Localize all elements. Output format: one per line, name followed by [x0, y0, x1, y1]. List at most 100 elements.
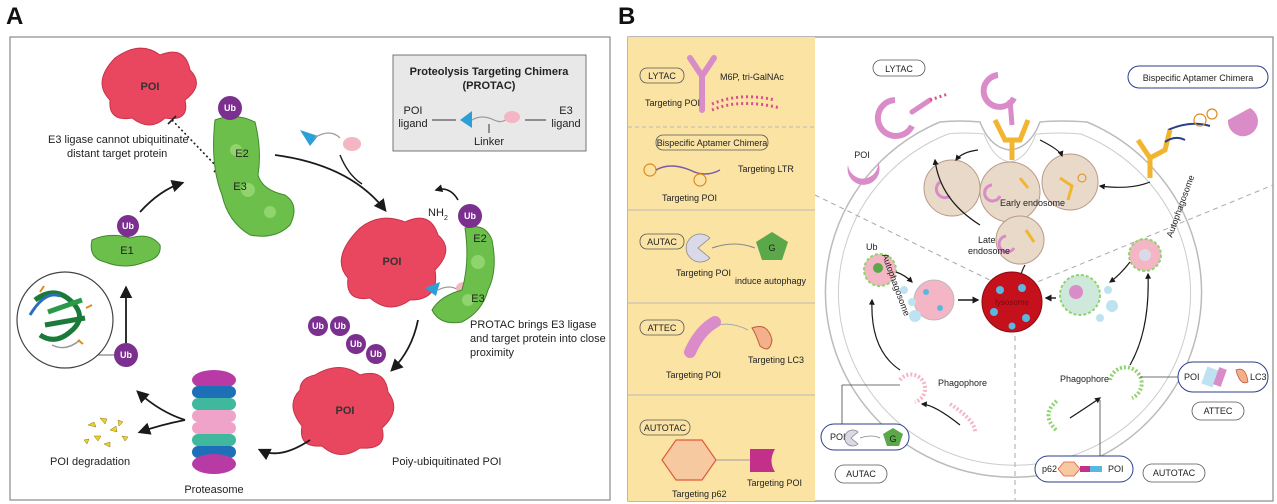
- sidebar-autac-target: Targeting POI: [676, 268, 731, 278]
- cell-autotac-box: p62 POI: [1034, 455, 1134, 483]
- late-endosome-line2: endosome: [968, 246, 1010, 256]
- sidebar-bac: Bispecific Aptamer Chimera Targeting LTR…: [643, 134, 794, 203]
- legend-title-line1: Proteolysis Targeting Chimera: [410, 66, 570, 78]
- brings-line2: and target protein into close: [470, 333, 606, 345]
- lysosome-label: lysosome: [995, 298, 1029, 307]
- ub-label-cell: Ub: [866, 242, 878, 252]
- svg-text:Ub: Ub: [312, 321, 324, 331]
- e2-label-top: E2: [235, 148, 248, 160]
- brings-line3: proximity: [470, 347, 515, 359]
- proteasome-label: Proteasome: [184, 484, 243, 496]
- ternary-complex: POI E2 E3 Ub NH 2: [340, 184, 495, 324]
- cannot-ubiquitinate-line1: E3 ligase cannot ubiquitinate: [48, 134, 189, 146]
- legend-e3-ligand-line1: E3: [559, 105, 572, 117]
- arrow-e1-to-e2: [139, 180, 185, 213]
- e2-label-complex: E2: [473, 233, 486, 245]
- sidebar-lytac-target: Targeting POI: [645, 98, 700, 108]
- sidebar-attec-tag: ATTEC: [648, 323, 677, 333]
- cell-attec-box-poi: POI: [1184, 372, 1200, 382]
- phagophore-right-label: Phagophore: [1060, 374, 1109, 384]
- cell-autac-box-g: G: [889, 434, 896, 444]
- protac-legend: Proteolysis Targeting Chimera (PROTAC) P…: [392, 54, 587, 152]
- sidebar-attec-lc3: Targeting LC3: [748, 355, 804, 365]
- legend-e3-ligand-line2: ligand: [551, 118, 580, 130]
- cell-poi-label: POI: [854, 150, 870, 160]
- e3-complex-top: E2 E3 Ub: [213, 96, 295, 237]
- ub-free: [114, 343, 138, 367]
- sidebar-autac-g: G: [768, 243, 775, 253]
- cell-autac-tag: AUTAC: [846, 469, 876, 479]
- sidebar-lytac-m6p: M6P, tri-GalNAc: [720, 72, 784, 82]
- svg-text:Ub: Ub: [464, 211, 476, 221]
- degradation-fragments: [83, 417, 129, 448]
- sidebar-lytac-tag: LYTAC: [648, 71, 676, 81]
- arrow-to-proteasome: [257, 439, 311, 461]
- legend-linker: Linker: [474, 136, 504, 148]
- ub-top: [218, 96, 242, 120]
- sidebar-attec: ATTEC Targeting LC3 Targeting POI: [639, 316, 804, 380]
- nh2-label: NH: [428, 207, 444, 219]
- sidebar-autotac-tag: AUTOTAC: [644, 423, 687, 433]
- arrow-right-down: [390, 319, 419, 372]
- sidebar-autotac: AUTOTAC Targeting p62 Targeting POI: [639, 419, 802, 499]
- cell-autotac-box-poi: POI: [1108, 464, 1124, 474]
- cell-autac-box: POI G: [820, 423, 910, 451]
- cannot-ubiquitinate-line2: distant target protein: [67, 148, 167, 160]
- bac-receptor: [1135, 129, 1186, 178]
- e3-ligand-shape: [504, 111, 520, 123]
- e1-label: E1: [120, 245, 133, 257]
- svg-text:Ub: Ub: [370, 349, 382, 359]
- brings-line1: PROTAC brings E3 ligase: [470, 319, 596, 331]
- sidebar-bac-tag: Bispecific Aptamer Chimera: [657, 138, 768, 148]
- legend-title-line2: (PROTAC): [463, 80, 516, 92]
- sidebar-bac-target: Targeting POI: [662, 193, 717, 203]
- sidebar-attec-target: Targeting POI: [666, 370, 721, 380]
- free-protac: [300, 130, 361, 151]
- lytac-free: [874, 92, 949, 139]
- cell-attec-tag: ATTEC: [1204, 406, 1233, 416]
- proteasome: [192, 370, 236, 474]
- legend-poi-ligand-line1: POI: [404, 105, 423, 117]
- svg-text:Ub: Ub: [334, 321, 346, 331]
- ub-complex: [458, 204, 482, 228]
- phagophore-right: [1046, 365, 1144, 432]
- svg-text:Ub: Ub: [120, 350, 132, 360]
- polyub-poi: POI: [292, 367, 395, 455]
- e1-enzyme: E1 Ub: [90, 215, 161, 267]
- legend-poi-ligand-line2: ligand: [398, 118, 427, 130]
- panel-b-letter: B: [618, 3, 635, 30]
- sidebar-bac-ltr: Targeting LTR: [738, 164, 794, 174]
- sidebar-autac-induce: induce autophagy: [735, 276, 807, 286]
- panel-a: A Proteolysis Targeting Chimera (PROTAC)…: [6, 3, 611, 501]
- panel-a-frame: [9, 36, 611, 501]
- cell-autac-box-poi: POI: [830, 432, 846, 442]
- poi-distant-label: POI: [141, 81, 160, 93]
- arrow-top-right: [274, 154, 387, 212]
- sidebar-lytac: LYTAC M6P, tri-GalNAc Targeting POI: [639, 55, 784, 113]
- poi-ligand-shape: [460, 111, 472, 128]
- late-endosome: [995, 215, 1045, 265]
- sidebar-autac-tag: AUTAC: [647, 237, 677, 247]
- autophagosome-right: [1059, 238, 1162, 322]
- cell-attec-box-lc3: LC3: [1250, 372, 1267, 382]
- cell-membrane-outer: [824, 120, 1203, 478]
- lysosome: lysosome: [981, 271, 1043, 333]
- polyub-caption: Poiy-ubiquitinated POI: [392, 456, 501, 468]
- bac-free: [1167, 108, 1258, 137]
- sidebar-autac: AUTAC G Targeting POI induce autophagy: [639, 232, 807, 286]
- cell-autotac-tag: AUTOTAC: [1153, 468, 1196, 478]
- early-endosome-label: Early endosome: [1000, 198, 1065, 208]
- arrow-to-degradation: [137, 419, 186, 435]
- ub-structure-magnifier: [16, 271, 114, 369]
- degradation-label: POI degradation: [50, 456, 130, 468]
- phagophore-left-label: Phagophore: [938, 378, 987, 388]
- sidebar-background: [628, 37, 815, 501]
- lytac-receptor: [980, 72, 1031, 160]
- nh2-subscript: 2: [444, 215, 448, 222]
- cell-membrane-inner: [838, 132, 1191, 466]
- panel-a-letter: A: [6, 3, 23, 30]
- arrow-to-ub-recycle: [136, 390, 186, 421]
- dotted-distance: [171, 119, 219, 169]
- svg-text:Ub: Ub: [122, 221, 134, 231]
